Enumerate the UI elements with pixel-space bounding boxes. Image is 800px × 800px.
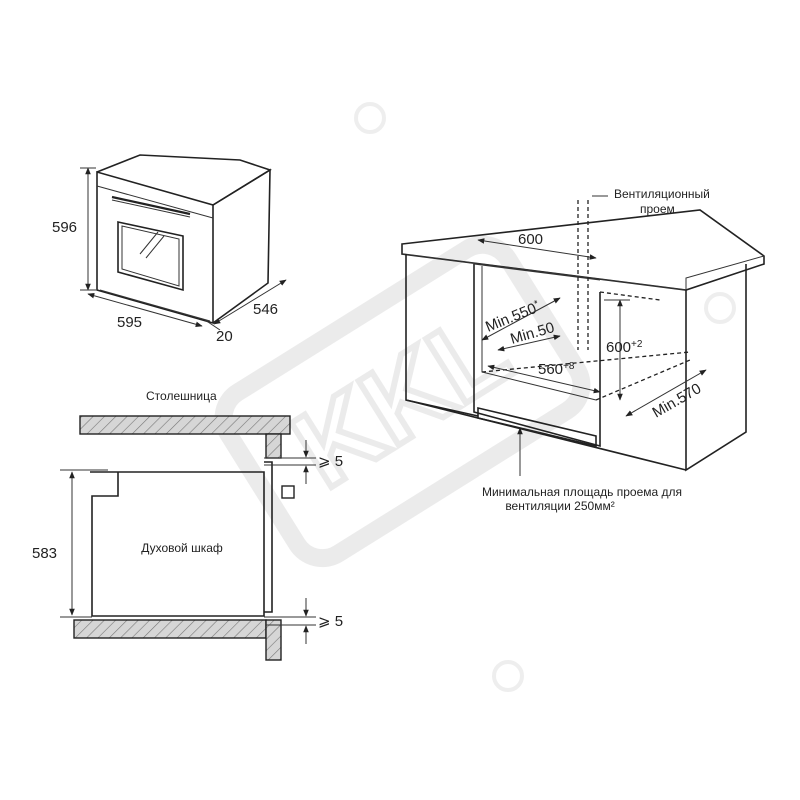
dim-600-height: 600 (606, 339, 631, 356)
dim-front-20: 20 (216, 328, 233, 345)
oven-isometric (96, 154, 272, 325)
dim-600-height-tol: +2 (631, 339, 643, 350)
vent-area-line2: вентиляции 250мм² (505, 499, 614, 513)
oven-label: Духовой шкаф (141, 541, 223, 555)
niche-dimensions: Вентиляционный проем 600 Min.550* Min.50… (477, 187, 710, 513)
vent-label-line2: проем (640, 202, 675, 216)
dim-560-tol: +8 (563, 361, 575, 372)
gap-bottom: ⩾ 5 (318, 613, 343, 630)
gap-top: ⩾ 5 (318, 453, 343, 470)
dim-min-550-star: * (532, 298, 540, 310)
dim-depth-546: 546 (253, 301, 278, 318)
oven-dimensions: 596 595 546 20 (52, 167, 287, 345)
vent-label-line1: Вентиляционный (614, 187, 710, 201)
dim-560: 560 (538, 361, 563, 378)
section-view: Столешница Духовой шкаф 583 ⩾ 5 ⩾ 5 (32, 389, 343, 661)
vent-area-line1: Минимальная площадь проема для (482, 485, 682, 499)
dim-583: 583 (32, 545, 57, 562)
dim-height-596: 596 (52, 219, 77, 236)
countertop-label: Столешница (146, 389, 217, 403)
svg-text:600+2: 600+2 (606, 339, 643, 357)
dim-600-width: 600 (518, 231, 543, 248)
svg-text:560+8: 560+8 (538, 361, 575, 379)
dim-width-595: 595 (117, 314, 142, 331)
